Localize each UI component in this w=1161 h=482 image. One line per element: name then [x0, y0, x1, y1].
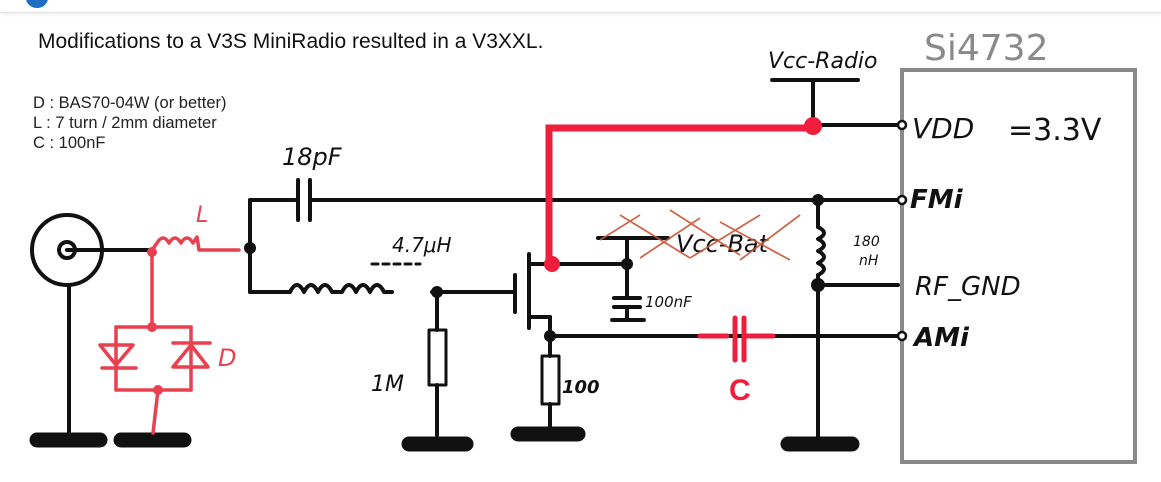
- label-100nf: 100nF: [645, 293, 692, 311]
- si4732-chip-outline: [900, 68, 1137, 464]
- pin-label-ami: AMi: [912, 323, 970, 353]
- legend-item-l: L : 7 turn / 2mm diameter: [33, 114, 217, 132]
- crossout-marks: [599, 209, 801, 261]
- legend-item-d: D : BAS70-04W (or better): [33, 94, 227, 112]
- added-diode-d: [98, 325, 212, 392]
- page-title: Modifications to a V3S MiniRadio resulte…: [38, 30, 544, 53]
- resistor-1m: [427, 328, 448, 387]
- pin-label-rf-gnd: RF_GND: [915, 272, 1021, 302]
- pin-fmi: [896, 194, 908, 206]
- resistor-100: [540, 354, 561, 406]
- pin-label-fmi: FMi: [910, 185, 964, 215]
- label-added-l: L: [196, 203, 208, 228]
- label-100: 100: [562, 377, 600, 398]
- pin-vdd: [896, 119, 908, 131]
- app-icon: [26, 0, 48, 8]
- chip-name: Si4732: [924, 28, 1048, 69]
- pin-label-vdd: VDD: [912, 112, 974, 145]
- jfet-transistor: [513, 252, 629, 338]
- vdd-voltage: =3.3V: [1008, 113, 1102, 148]
- ground-symbols: [29, 426, 860, 452]
- inductor-4-7uh: [288, 283, 394, 294]
- label-added-d: D: [218, 344, 236, 372]
- label-1m: 1M: [371, 372, 404, 397]
- label-4-7uh: 4.7μH: [392, 233, 452, 257]
- top-bar: [0, 0, 1161, 13]
- vcc-radio-rewire: [545, 124, 817, 267]
- legend-item-c: C : 100nF: [33, 134, 106, 152]
- label-vcc-radio: Vcc-Radio: [768, 49, 877, 74]
- label-added-c: C: [729, 374, 751, 407]
- label-18pf: 18pF: [282, 143, 343, 171]
- capacitor-100nf: [610, 296, 646, 322]
- added-capacitor-c: [697, 315, 776, 363]
- label-nh: nH: [859, 253, 879, 269]
- inductor-180nh: [816, 225, 826, 277]
- component-legend: D : BAS70-04W (or better) L : 7 turn / 2…: [33, 93, 226, 153]
- added-inductor-l: [150, 235, 241, 252]
- label-180: 180: [853, 234, 880, 250]
- pin-ami: [896, 330, 908, 342]
